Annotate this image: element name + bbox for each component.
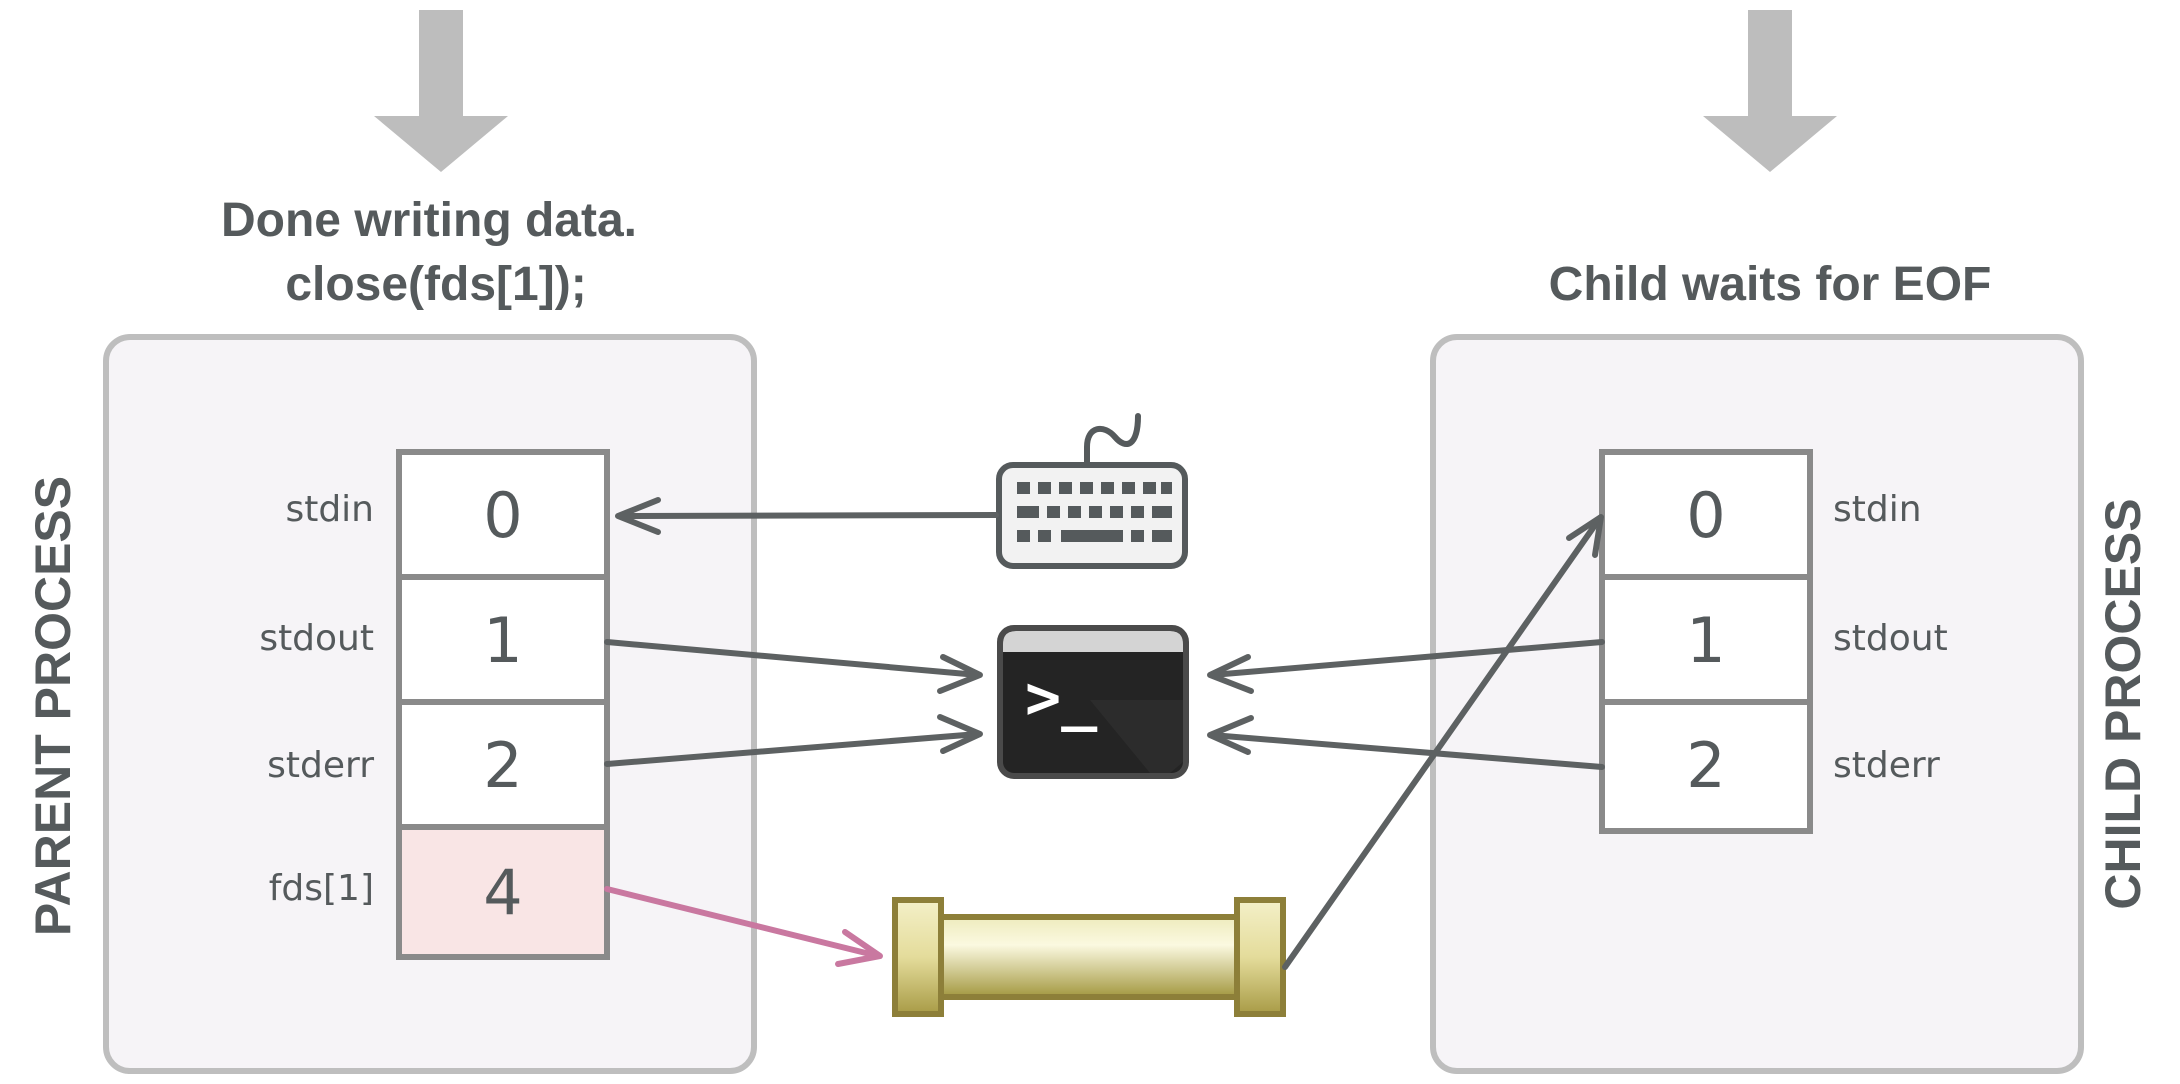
terminal-reflection: [1090, 700, 1183, 773]
terminal-prompt: >_: [1025, 663, 1098, 733]
fd-label: stdin: [285, 489, 374, 530]
pipe-body: [935, 914, 1243, 1000]
keyboard-cable: [1084, 413, 1141, 468]
arrowhead: [937, 714, 983, 754]
arrowhead: [1207, 715, 1254, 755]
arrowhead: [1207, 654, 1254, 694]
arrow-child-stdout-to-terminal: [1209, 639, 1605, 678]
child-title: Child waits for EOF: [1549, 258, 1992, 311]
terminal-icon: >_: [997, 625, 1189, 779]
arrow-parent-fds1-to-pipe: [604, 886, 881, 959]
connection-arrows: [604, 497, 1605, 970]
arrowhead: [615, 497, 661, 535]
arrow-keyboard-to-parent-stdin: [617, 512, 999, 519]
keyboard-icon: [996, 413, 1188, 569]
arrow-parent-stderr-to-terminal: [604, 731, 981, 767]
fd-label: fds[1]: [269, 868, 374, 909]
parent-fd-table: 0 1 2 4 stdin stdout stderr fds[1]: [259, 449, 610, 960]
fd-label: stdout: [1833, 618, 1948, 659]
fd-number: 0: [1686, 479, 1725, 552]
arrowhead: [937, 654, 983, 694]
fd-number: 1: [483, 604, 522, 677]
child-side-label: CHILD PROCESS: [2095, 498, 2151, 909]
fd-label: stderr: [267, 745, 374, 786]
arrow-pipe-to-child-stdin: [1282, 515, 1603, 970]
fd-cell: [1599, 574, 1813, 705]
fd-label: stdout: [259, 618, 374, 659]
fd-cell: [1599, 699, 1813, 834]
parent-title-line2: close(fds[1]);: [285, 258, 586, 311]
pipe-icon: [892, 897, 1286, 1017]
fd-cell-highlighted: [396, 824, 610, 960]
fd-number: 1: [1686, 604, 1725, 677]
terminal-title-bar: [1003, 631, 1183, 652]
parent-side-label: PARENT PROCESS: [25, 476, 81, 936]
down-arrow-icon: [374, 10, 508, 172]
pipe-cap-left: [892, 897, 944, 1017]
parent-title-line1: Done writing data.: [221, 194, 637, 247]
fd-label: stdin: [1833, 489, 1922, 530]
pipe-cap-right: [1234, 897, 1286, 1017]
arrow-child-stderr-to-terminal: [1209, 732, 1605, 770]
arrowhead: [1566, 514, 1604, 558]
fd-number: 2: [483, 729, 522, 802]
child-fd-table: 0 1 2 stdin stdout stderr: [1599, 449, 1948, 834]
down-arrow-icon: [1703, 10, 1837, 172]
arrowhead: [835, 929, 883, 967]
arrow-parent-stdout-to-terminal: [604, 639, 981, 678]
fd-label: stderr: [1833, 745, 1940, 786]
fd-number: 2: [1686, 729, 1725, 802]
fd-number: 0: [483, 479, 522, 552]
fd-number: 4: [483, 856, 522, 929]
